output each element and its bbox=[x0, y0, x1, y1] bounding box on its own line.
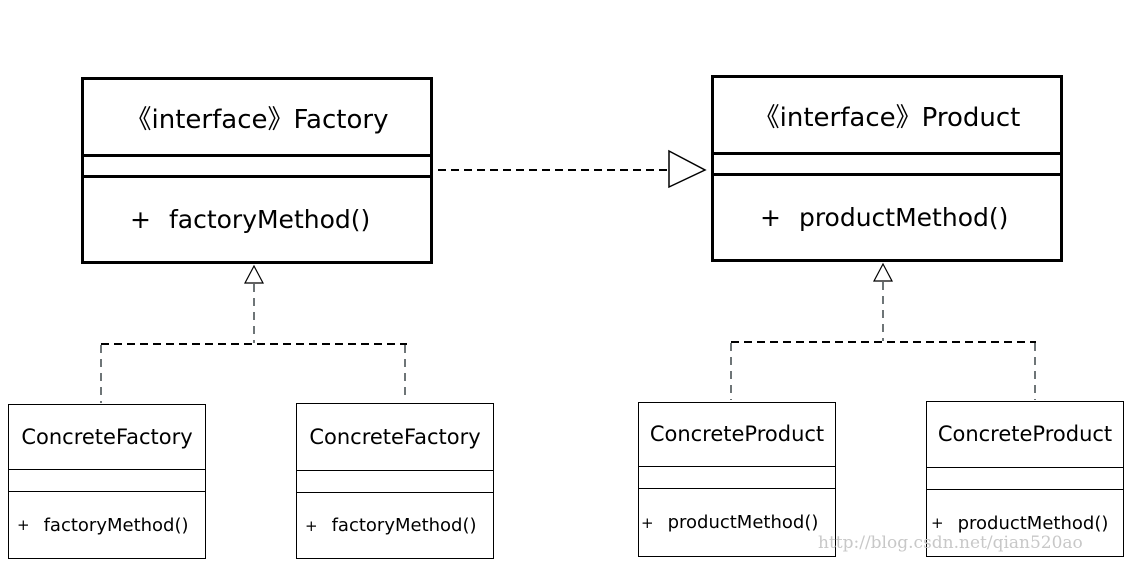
product-interface-class: 《interface》Product + productMethod() bbox=[711, 75, 1063, 262]
divider bbox=[84, 175, 430, 178]
factory-realization-arrowhead bbox=[244, 264, 264, 284]
factory-product-arrowhead bbox=[668, 149, 707, 189]
method-name: productMethod() bbox=[798, 203, 1009, 232]
product-realization-arrowhead bbox=[873, 262, 893, 282]
public-visibility-marker: + bbox=[760, 203, 781, 232]
concrete-factory-class: ConcreteFactory + factoryMethod() bbox=[296, 403, 494, 559]
public-visibility-marker: + bbox=[305, 516, 318, 535]
class-title: 《interface》Factory bbox=[125, 105, 389, 135]
divider bbox=[9, 491, 205, 492]
method-name: factoryMethod() bbox=[168, 205, 371, 234]
class-title: 《interface》Product bbox=[753, 103, 1021, 133]
method-row: + productMethod() bbox=[927, 490, 1123, 556]
concrete-product-class: ConcreteProduct + productMethod() bbox=[926, 401, 1124, 557]
divider bbox=[84, 154, 430, 157]
class-title: ConcreteFactory bbox=[309, 425, 481, 449]
divider bbox=[927, 489, 1123, 490]
concrete-product-class: ConcreteProduct + productMethod() bbox=[638, 402, 836, 557]
divider bbox=[297, 470, 493, 471]
class-title: ConcreteProduct bbox=[937, 422, 1113, 446]
divider bbox=[639, 466, 835, 467]
class-title: ConcreteFactory bbox=[21, 425, 193, 449]
divider bbox=[9, 469, 205, 470]
concrete-factory-class: ConcreteFactory + factoryMethod() bbox=[8, 404, 206, 559]
public-visibility-marker: + bbox=[641, 513, 654, 532]
public-visibility-marker: + bbox=[17, 516, 30, 534]
method-name: productMethod() bbox=[957, 512, 1109, 534]
public-visibility-marker: + bbox=[130, 205, 151, 234]
divider bbox=[714, 173, 1060, 176]
method-row: + factoryMethod() bbox=[9, 492, 205, 558]
method-row: + productMethod() bbox=[639, 489, 835, 556]
method-row: + productMethod() bbox=[714, 176, 1060, 259]
method-row: + factoryMethod() bbox=[297, 493, 493, 558]
method-name: productMethod() bbox=[667, 512, 819, 533]
factory-interface-class: 《interface》Factory + factoryMethod() bbox=[81, 77, 433, 264]
method-row: + factoryMethod() bbox=[84, 178, 430, 261]
class-title: ConcreteProduct bbox=[649, 422, 825, 446]
method-name: factoryMethod() bbox=[43, 514, 189, 536]
watermark: http://blog.csdn.net/qian520ao bbox=[818, 533, 1083, 553]
divider bbox=[714, 152, 1060, 155]
divider bbox=[639, 488, 835, 489]
public-visibility-marker: + bbox=[931, 514, 944, 532]
divider bbox=[927, 467, 1123, 468]
divider bbox=[297, 492, 493, 493]
method-name: factoryMethod() bbox=[331, 515, 477, 536]
